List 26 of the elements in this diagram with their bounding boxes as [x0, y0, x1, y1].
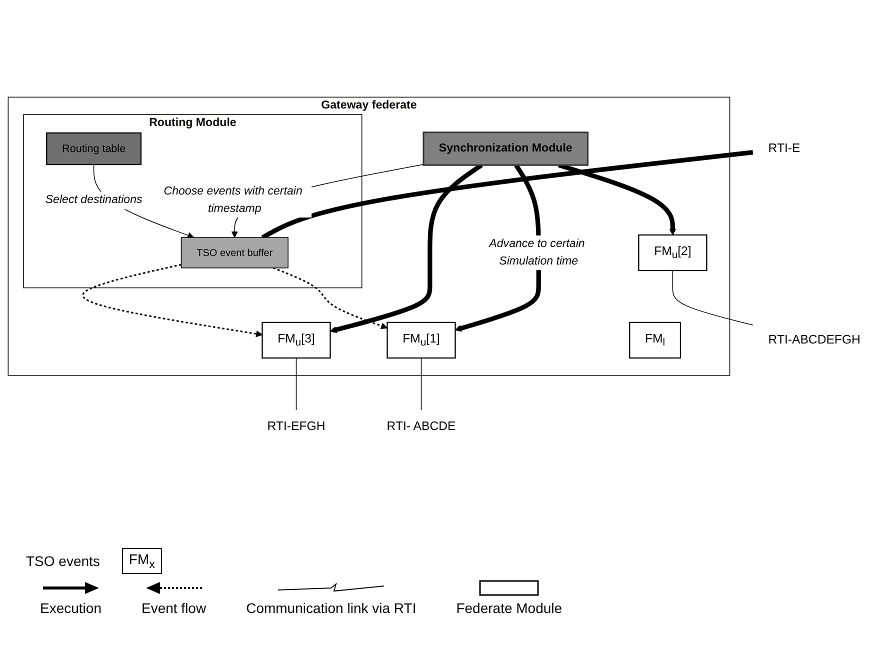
connector	[672, 270, 754, 325]
node-text: RTI-E	[768, 141, 800, 154]
node-box: FM$_{u}$[1]	[386, 321, 456, 358]
arrow	[82, 263, 263, 337]
node-box: Synchronization Module	[422, 131, 588, 166]
connector	[420, 357, 422, 410]
legend-text: Federate Module	[456, 600, 562, 616]
edge-label: Select destinations	[45, 192, 142, 206]
edge-label: Advance to certain Simulation time	[489, 236, 585, 267]
arrow	[272, 266, 388, 329]
node-text: RTI-EFGH	[267, 419, 326, 433]
node-box: TSO event buffer	[180, 236, 288, 268]
legend-text: Event flow	[141, 600, 206, 616]
node-text: RTI-ABCDEFGH	[768, 332, 860, 346]
node-text: RTI- ABCDE	[386, 419, 456, 433]
node-box: FM$_{l}$	[629, 321, 682, 358]
connector	[296, 357, 297, 410]
note-text: TSO events	[25, 552, 101, 571]
edge-label: Choose events with certain timestamp	[164, 184, 302, 214]
connector	[261, 150, 754, 240]
legend-text: Communication link via RTI	[246, 600, 416, 616]
node-box: FM$_{u}$[3]	[262, 321, 331, 358]
module-sample: FM$_{x}$	[122, 548, 162, 574]
node-box: FM$_{u}$[2]	[638, 234, 708, 271]
node-box: Routing table	[46, 132, 142, 165]
legend-text: Execution	[40, 600, 102, 616]
